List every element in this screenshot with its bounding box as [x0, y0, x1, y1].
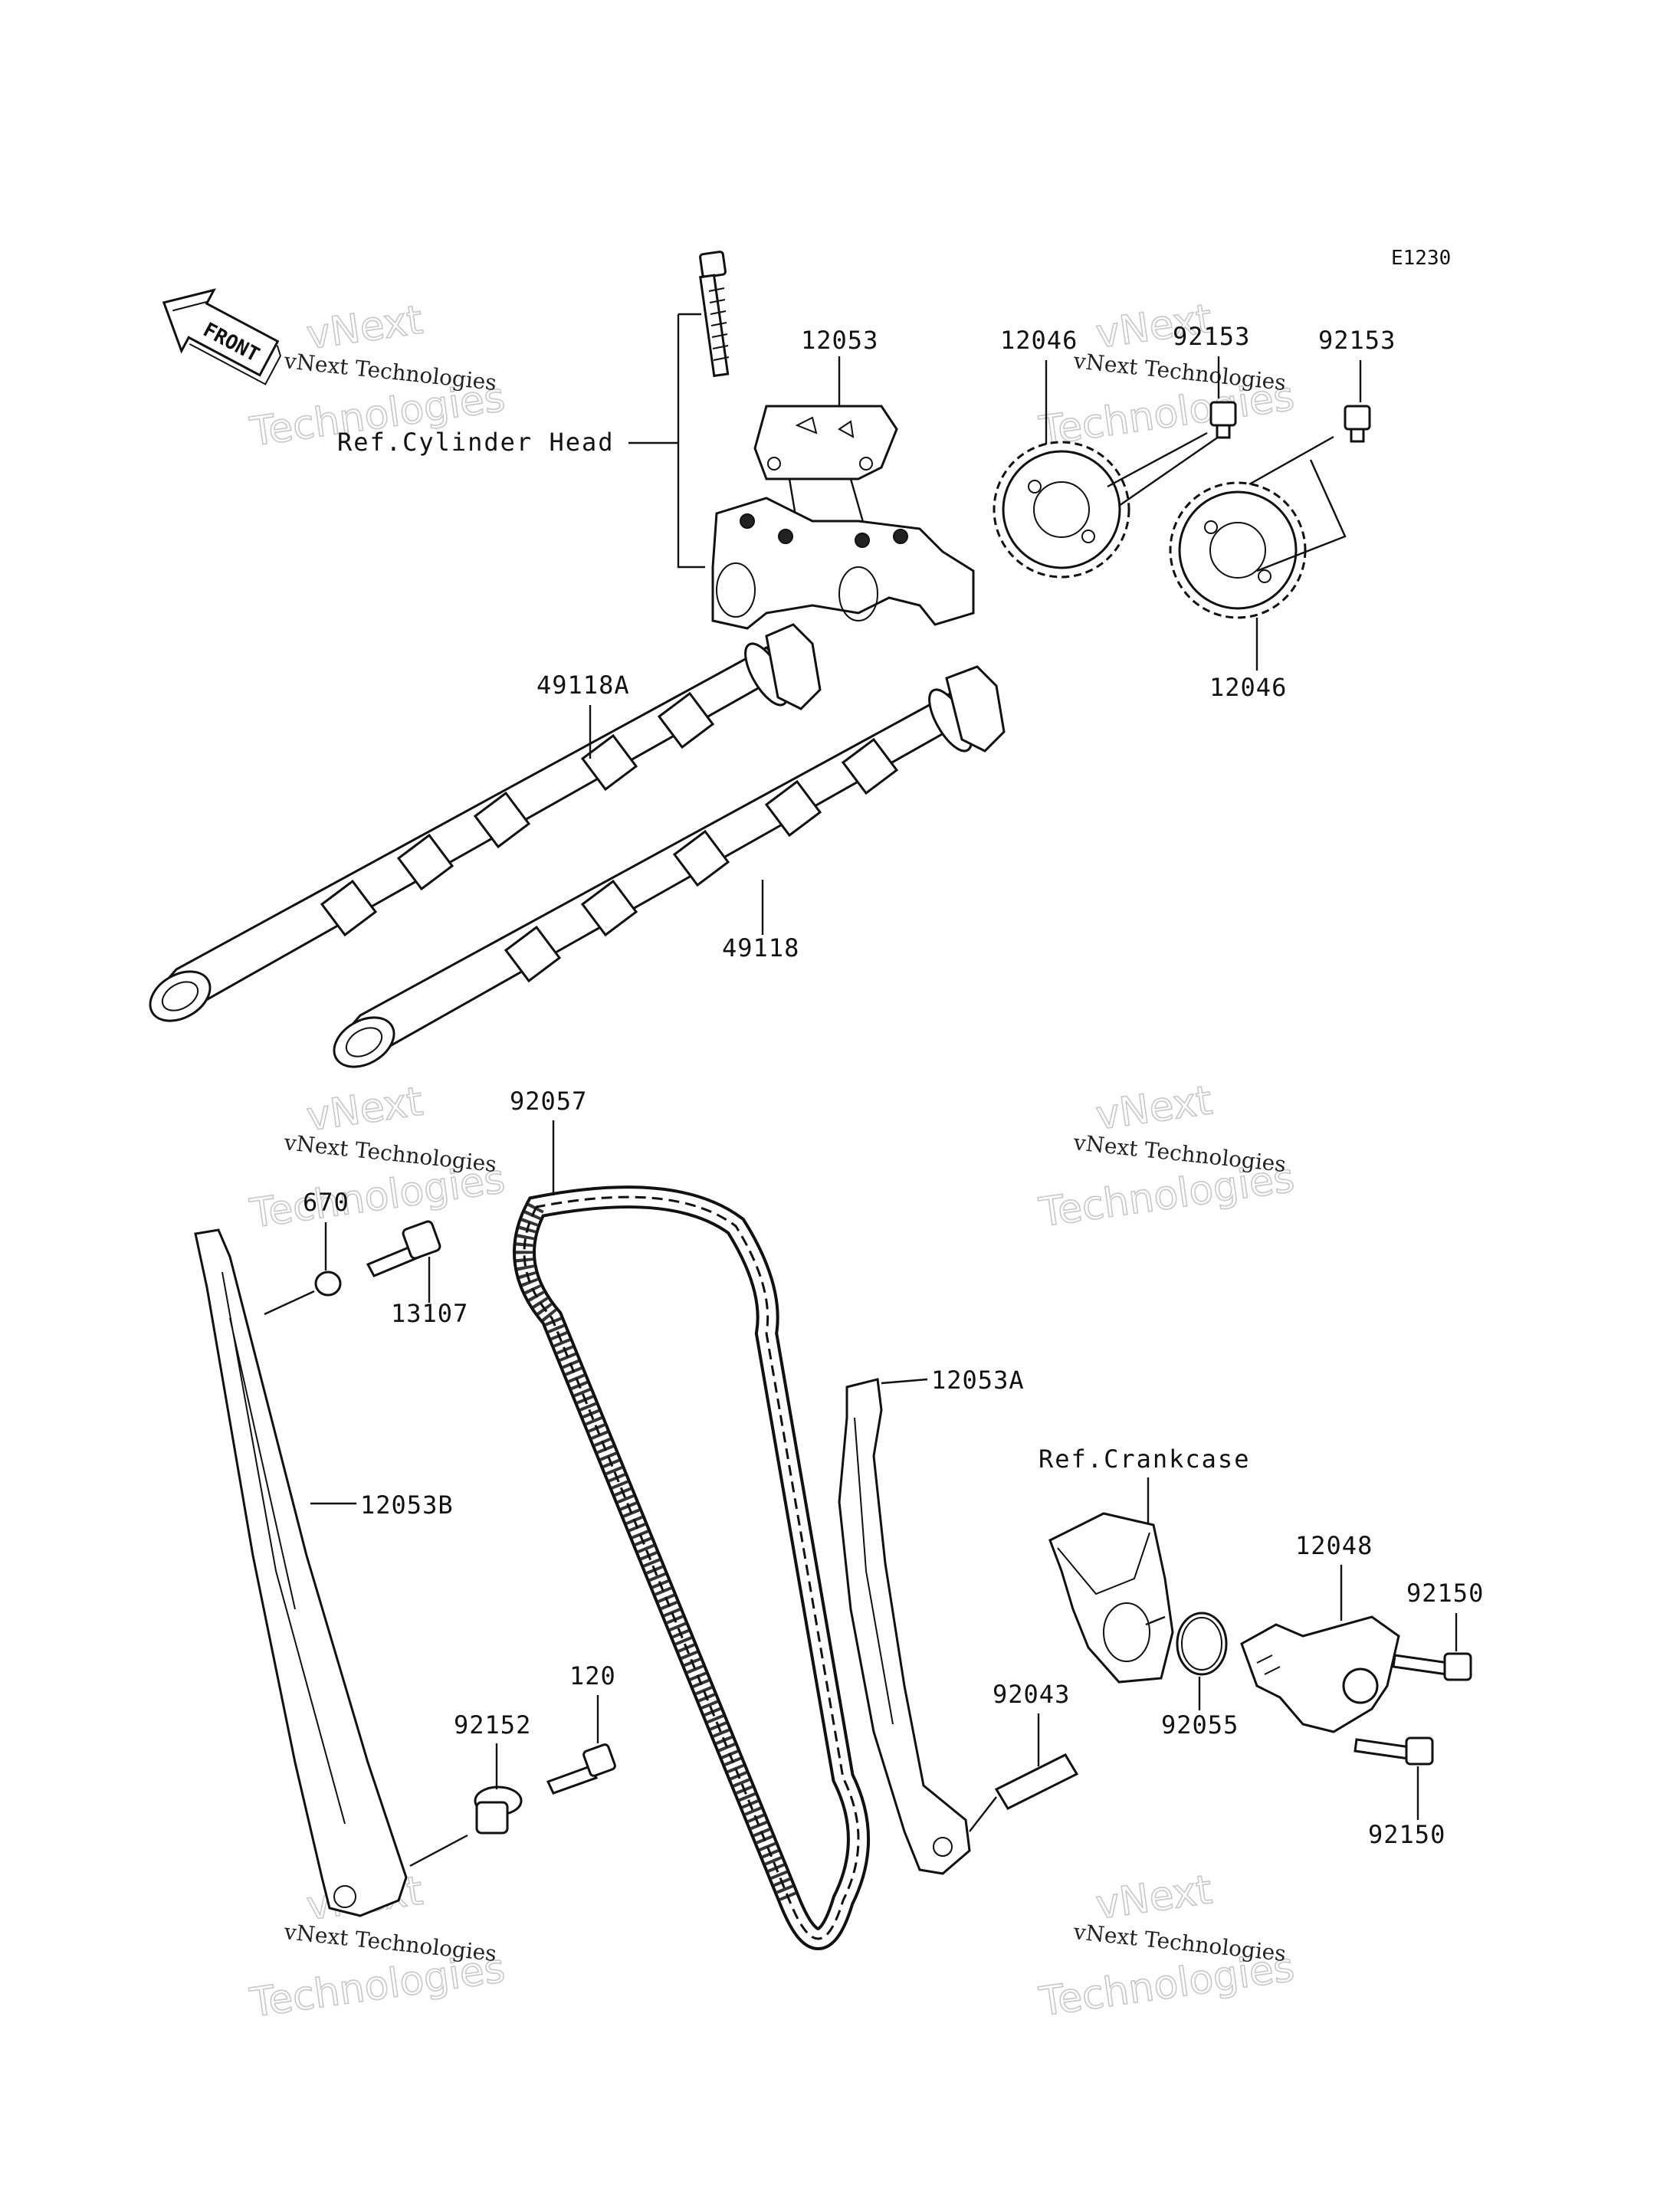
tensioner-bolt-92150-b: [1354, 1736, 1434, 1766]
guide-bolt-13107: [366, 1220, 441, 1277]
part-label-12053B: 12053B: [360, 1490, 454, 1520]
timing-chain-92057: [513, 1185, 870, 1950]
chain-guide-front-12053A: [838, 1378, 971, 1875]
part-label-92055: 92055: [1161, 1710, 1239, 1740]
chain-guide-rear-12053B: [194, 1228, 408, 1917]
part-label-49118A: 49118A: [536, 671, 630, 700]
pin-92043: [994, 1753, 1079, 1810]
ref-cylinder-head-bracket: [628, 313, 705, 569]
camshaft-intake-49118: [333, 665, 1006, 1068]
part-label-92043: 92043: [993, 1680, 1070, 1709]
cap-bolt: [699, 251, 730, 378]
tensioner-12048: [1240, 1615, 1400, 1733]
part-label-670: 670: [303, 1188, 349, 1217]
part-label-12053A: 12053A: [931, 1366, 1025, 1395]
ref-crankcase-label: Ref.Crankcase: [1039, 1444, 1250, 1474]
sprocket-bolt-92153-a: [1209, 401, 1237, 439]
sprocket-bolt-92153-b: [1344, 405, 1371, 443]
camshaft-exhaust-49118A: [149, 623, 822, 1022]
leader-12053A: [881, 1378, 928, 1385]
cam-cap-upper: [753, 405, 898, 480]
cam-holder: [711, 497, 975, 630]
part-label-12046-a: 12046: [1000, 326, 1078, 355]
part-label-13107: 13107: [391, 1299, 468, 1328]
crankcase-boss: [1048, 1512, 1174, 1684]
oring-92055: [1176, 1612, 1228, 1676]
bolt-120: [546, 1743, 616, 1795]
collar-92152: [474, 1785, 523, 1835]
sprocket-12046-a: [993, 441, 1130, 579]
leader-92152: [409, 1743, 498, 1867]
diagram-code: E1230: [1391, 247, 1451, 270]
part-label-92153-b: 92153: [1318, 326, 1396, 355]
part-label-49118: 49118: [722, 933, 799, 962]
leader-bolt-to-sprocket: [1107, 431, 1347, 572]
tensioner-bolt-92150-a: [1392, 1652, 1472, 1681]
ref-cylinder-head-label: Ref.Cylinder Head: [337, 428, 615, 457]
part-label-92152: 92152: [454, 1710, 531, 1740]
part-label-92150-a: 92150: [1406, 1579, 1484, 1608]
part-label-12048: 12048: [1295, 1531, 1373, 1560]
part-label-92150-b: 92150: [1368, 1820, 1445, 1849]
leader-670: [264, 1222, 327, 1316]
sprocket-12046-b: [1169, 481, 1307, 619]
part-label-12053: 12053: [801, 326, 878, 355]
part-label-12046-b: 12046: [1209, 673, 1287, 702]
oring-670: [314, 1271, 342, 1297]
part-label-92057: 92057: [510, 1087, 587, 1116]
part-label-92153-a: 92153: [1173, 322, 1250, 351]
leader-92043: [969, 1713, 1040, 1832]
leader-crankcase-oring: [1145, 1615, 1166, 1626]
part-label-120: 120: [569, 1661, 616, 1690]
